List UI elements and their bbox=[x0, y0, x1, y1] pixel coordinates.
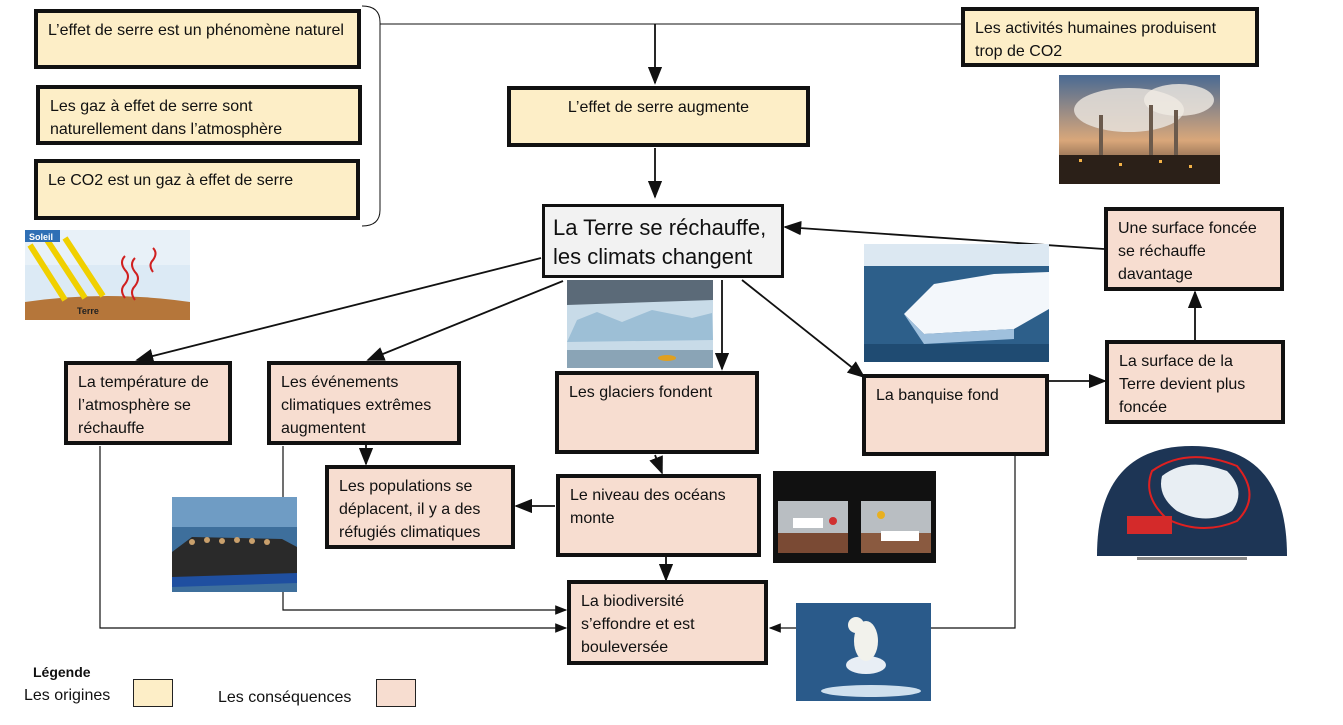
cons-temperature: La température de l’atmosphère se réchau… bbox=[64, 361, 232, 445]
origin-gases: Les gaz à effet de serre sont naturellem… bbox=[36, 85, 362, 145]
cons-extreme-events: Les événements climatiques extrêmes augm… bbox=[267, 361, 461, 445]
arrow-central-to-temperature bbox=[135, 257, 542, 364]
terre-label: Terre bbox=[77, 306, 99, 316]
origin-greenhouse-increase: L’effet de serre augmente bbox=[507, 86, 810, 147]
arrow-temperature-to-biodiversity bbox=[99, 446, 568, 633]
cons-glaciers: Les glaciers fondent bbox=[555, 371, 759, 454]
sun-rays bbox=[27, 236, 106, 302]
origin-natural: L’effet de serre est un phénomène nature… bbox=[34, 9, 361, 69]
origin-human-activities: Les activités humaines produisent trop d… bbox=[961, 7, 1259, 67]
arrow-darkwarms-to-central bbox=[783, 220, 1105, 250]
cons-ocean-level: Le niveau des océans monte bbox=[556, 474, 761, 557]
infrared-waves bbox=[121, 247, 157, 301]
refugees-boat-photo bbox=[172, 497, 297, 592]
earth-ground bbox=[25, 296, 190, 320]
cons-banquise: La banquise fond bbox=[862, 374, 1049, 456]
glacier-photo bbox=[567, 280, 713, 368]
water-tanks-photo bbox=[773, 471, 936, 563]
legend-title: Légende bbox=[33, 664, 91, 680]
cons-biodiversity: La biodiversité s’effondre et est boulev… bbox=[567, 580, 768, 665]
polar-bear-photo bbox=[796, 603, 931, 701]
cons-populations: Les populations se déplacent, il y a des… bbox=[325, 465, 515, 549]
origin-co2: Le CO2 est un gaz à effet de serre bbox=[34, 159, 360, 220]
legend-origins-swatch bbox=[133, 679, 173, 707]
greenhouse-effect-diagram: Soleil Terre bbox=[25, 230, 190, 320]
legend-consequences-label: Les conséquences bbox=[218, 689, 352, 706]
origins-brace bbox=[361, 5, 381, 227]
arrow-central-to-extreme bbox=[366, 280, 564, 361]
factory-photo bbox=[1059, 75, 1220, 184]
legend-origins-label: Les origines bbox=[24, 687, 111, 704]
cons-dark-surface-warms: Une surface foncée se réchauffe davantag… bbox=[1104, 207, 1284, 291]
arctic-ice-map bbox=[1097, 441, 1287, 566]
soleil-label: Soleil bbox=[29, 232, 53, 242]
arrow-central-to-banquise bbox=[741, 279, 866, 379]
central-warming: La Terre se réchauffe, les climats chang… bbox=[542, 204, 784, 278]
cons-darker-surface: La surface de la Terre devient plus fonc… bbox=[1105, 340, 1285, 424]
iceberg-photo bbox=[864, 244, 1049, 362]
legend-consequences-swatch bbox=[376, 679, 416, 707]
arrow-glaciers-to-ocean bbox=[649, 454, 663, 475]
